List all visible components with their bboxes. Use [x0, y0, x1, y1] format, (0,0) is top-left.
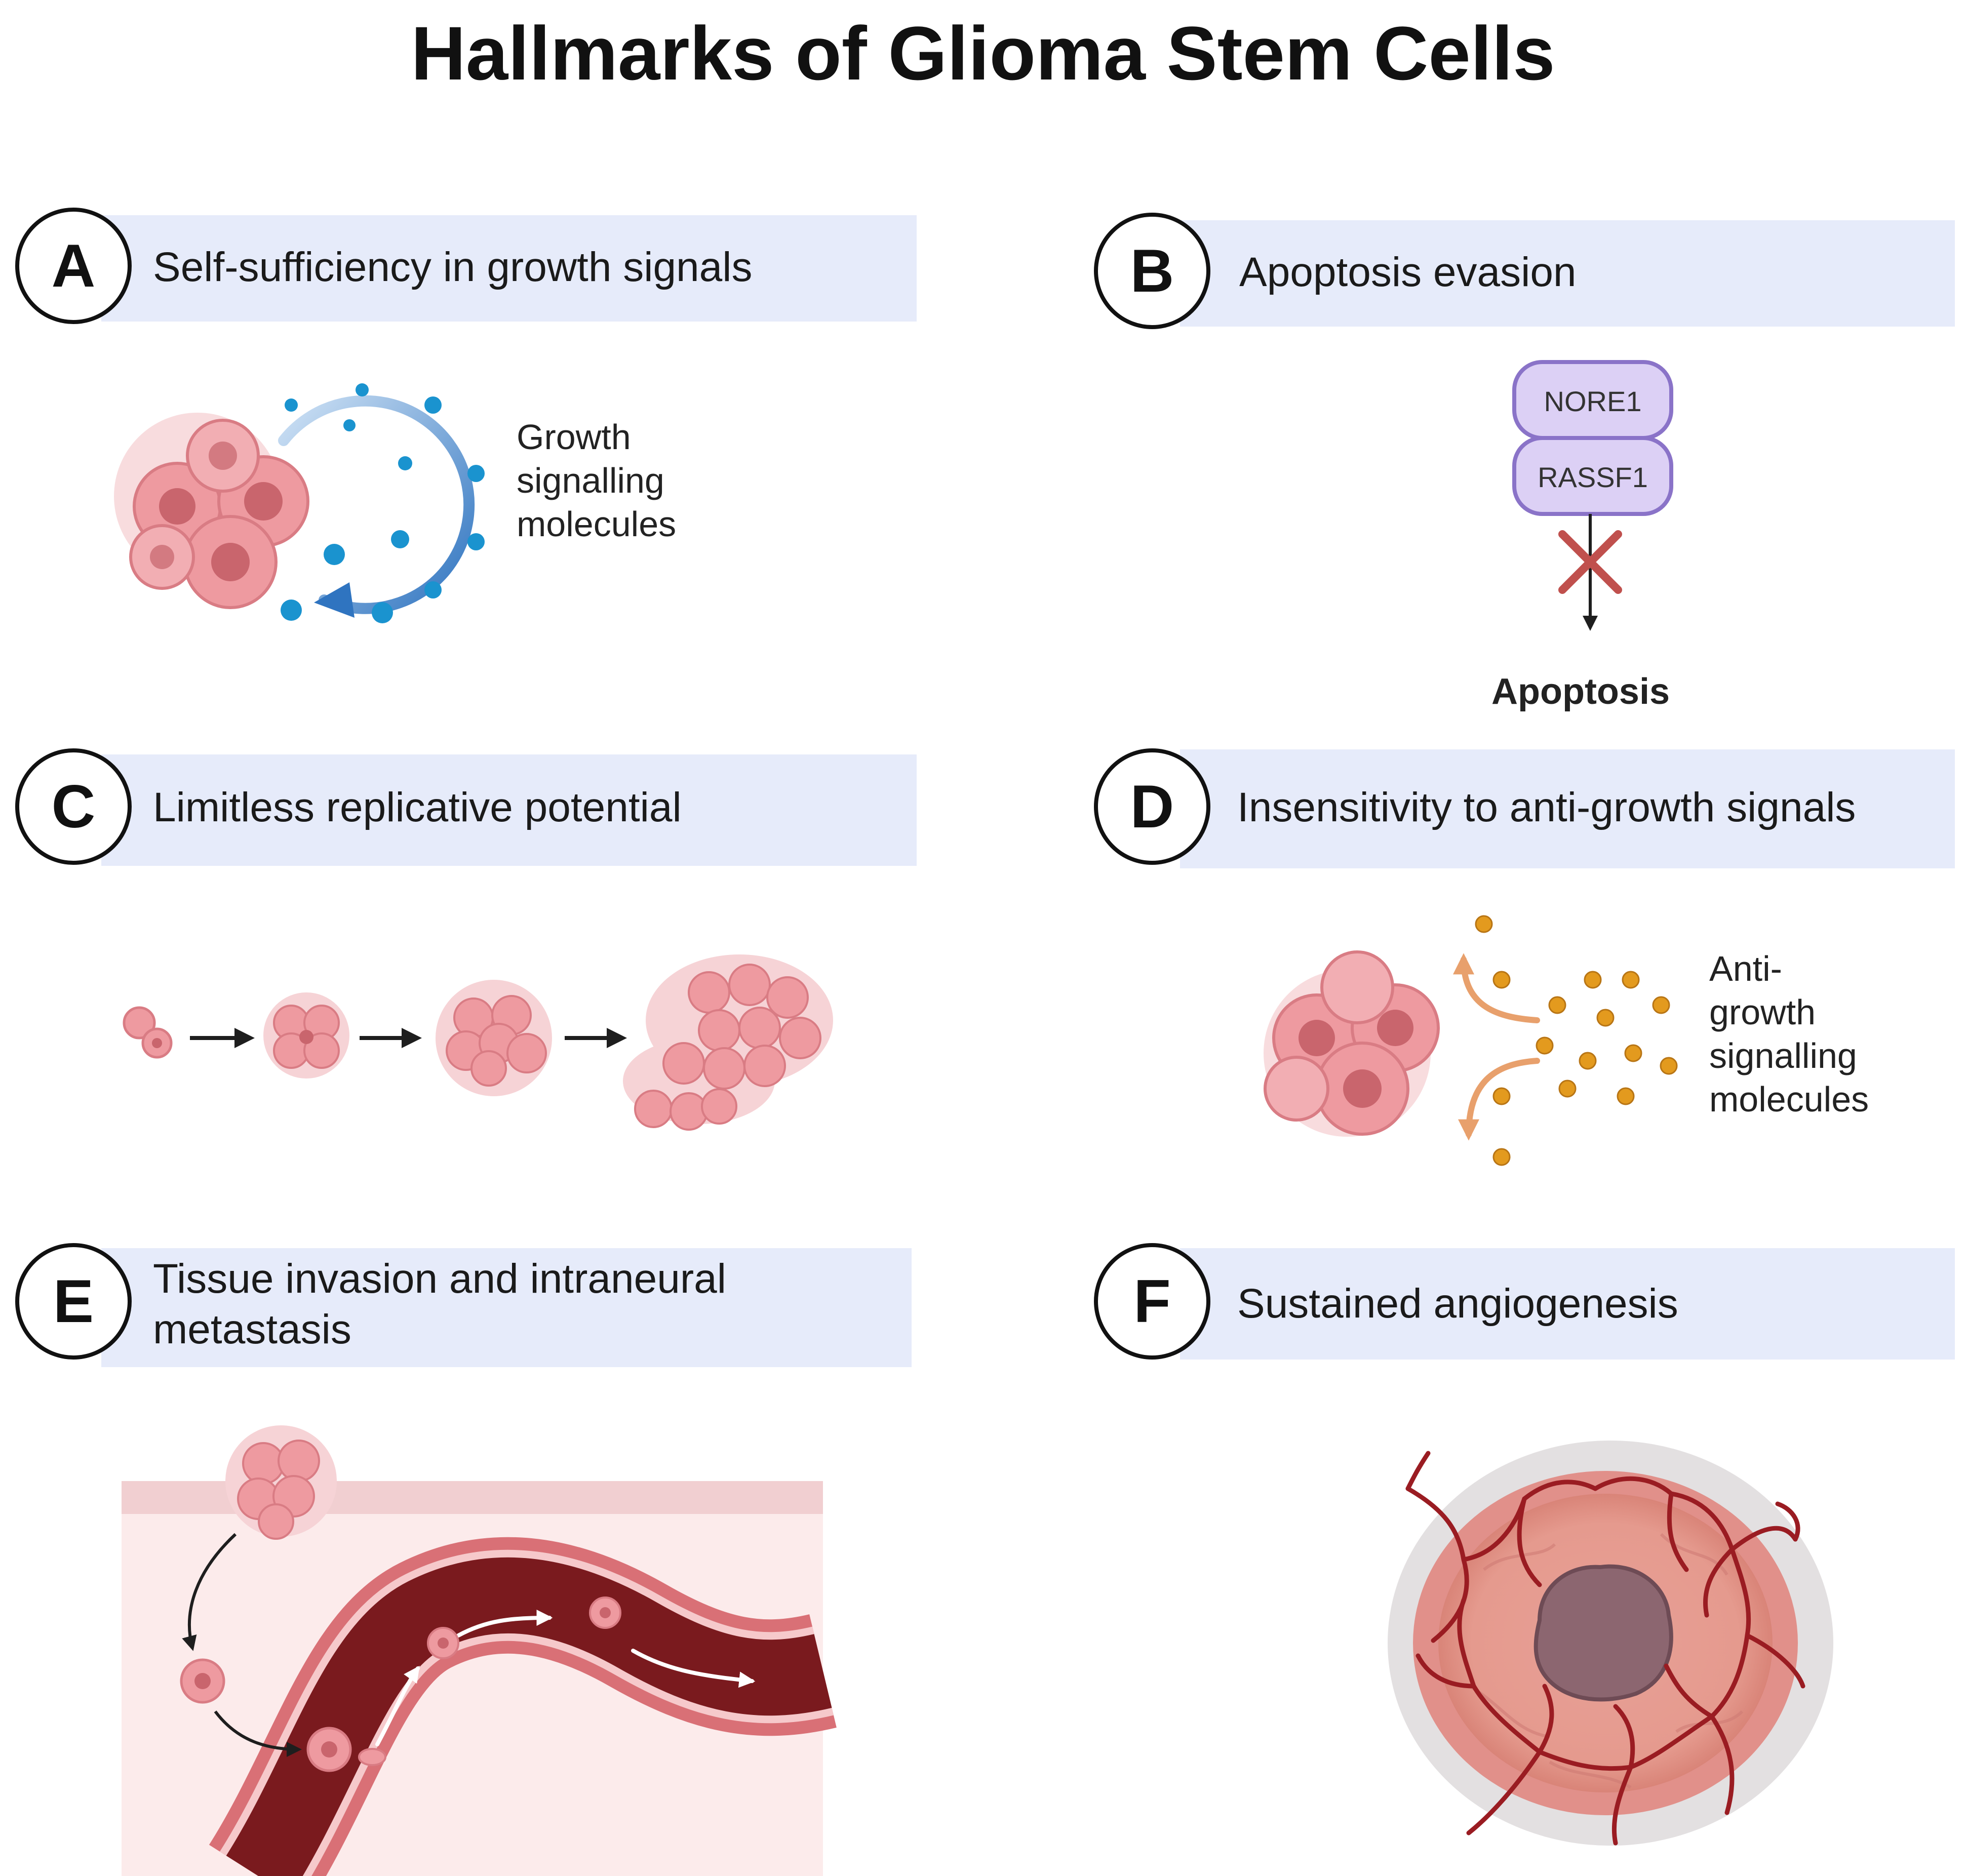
panel-b-inhibit-x-icon — [1558, 530, 1622, 594]
panel-f-letter-badge: F — [1094, 1243, 1210, 1360]
panel-b-nore1-label: NORE1 — [1544, 385, 1642, 417]
panel-e-letter-badge: E — [15, 1243, 132, 1360]
panel-f-title: Sustained angiogenesis — [1237, 1281, 1678, 1327]
panel-e-title-line-2: metastasis — [153, 1306, 351, 1352]
panel-b-rassf1-pill — [1512, 436, 1673, 516]
panel-c-stage-3-cells — [436, 980, 552, 1096]
panel-a-tumor-cluster — [114, 413, 309, 609]
panel-e-header-band — [101, 1248, 912, 1367]
panel-e-invading-cells — [180, 1425, 621, 1772]
figure-title: Hallmarks of Glioma Stem Cells — [411, 11, 1555, 96]
panel-d-tumor-cluster — [1264, 950, 1440, 1137]
panel-d-header-band — [1180, 749, 1955, 868]
panel-f-header-band — [1180, 1248, 1955, 1360]
panel-e-title-line-1: Tissue invasion and intraneural — [153, 1256, 726, 1302]
panel-d-letter-badge: D — [1094, 748, 1210, 865]
panel-d-repel-arrows — [1453, 953, 1540, 1141]
panel-c-stage-1-cells — [123, 1006, 173, 1059]
panel-a-label-line-2: signalling — [517, 461, 664, 500]
panel-a-title: Self-sufficiency in growth signals — [153, 244, 753, 290]
panel-d-molecules-label: Anti- growth signalling molecules — [1709, 947, 1869, 1121]
panel-e-flow-arrows — [375, 1610, 756, 1746]
panel-a-autocrine-arrow — [278, 395, 475, 618]
panel-a-label-line-1: Growth — [517, 417, 631, 457]
panel-a-letter-badge: A — [15, 208, 132, 324]
panel-b-rassf1-label: RASSF1 — [1538, 461, 1648, 493]
panel-a-header-band — [101, 215, 917, 322]
panel-c-letter-badge: C — [15, 748, 132, 865]
panel-b-apoptosis-label: Apoptosis — [1491, 671, 1670, 712]
panel-d-title: Insensitivity to anti-growth signals — [1237, 784, 1856, 830]
panel-b-header-band — [1180, 220, 1955, 327]
panel-c-title: Limitless replicative potential — [153, 784, 682, 830]
panel-d-label-line-4: molecules — [1709, 1080, 1869, 1119]
panel-f-blood-vessels — [1405, 1451, 1805, 1846]
panel-b-letter-badge: B — [1094, 213, 1210, 329]
panel-c-header-band — [101, 754, 917, 866]
panel-a-label-line-3: molecules — [517, 504, 677, 544]
panel-d-anti-growth-molecules — [1475, 915, 1678, 1166]
panel-b-title: Apoptosis evasion — [1239, 249, 1577, 295]
panel-a-molecules-label: Growth signalling molecules — [517, 415, 676, 546]
panel-a-growth-molecules — [281, 383, 485, 623]
panel-e-migration-arrows — [182, 1533, 302, 1757]
panel-c-stage-2-cells — [263, 992, 349, 1079]
panel-f-tumor — [1388, 1441, 1833, 1846]
panel-c-stage-4-cells — [623, 954, 833, 1131]
panel-d-label-line-1: Anti- — [1709, 949, 1782, 988]
panel-d-label-line-3: signalling — [1709, 1036, 1857, 1075]
panel-d-label-line-2: growth — [1709, 992, 1816, 1032]
